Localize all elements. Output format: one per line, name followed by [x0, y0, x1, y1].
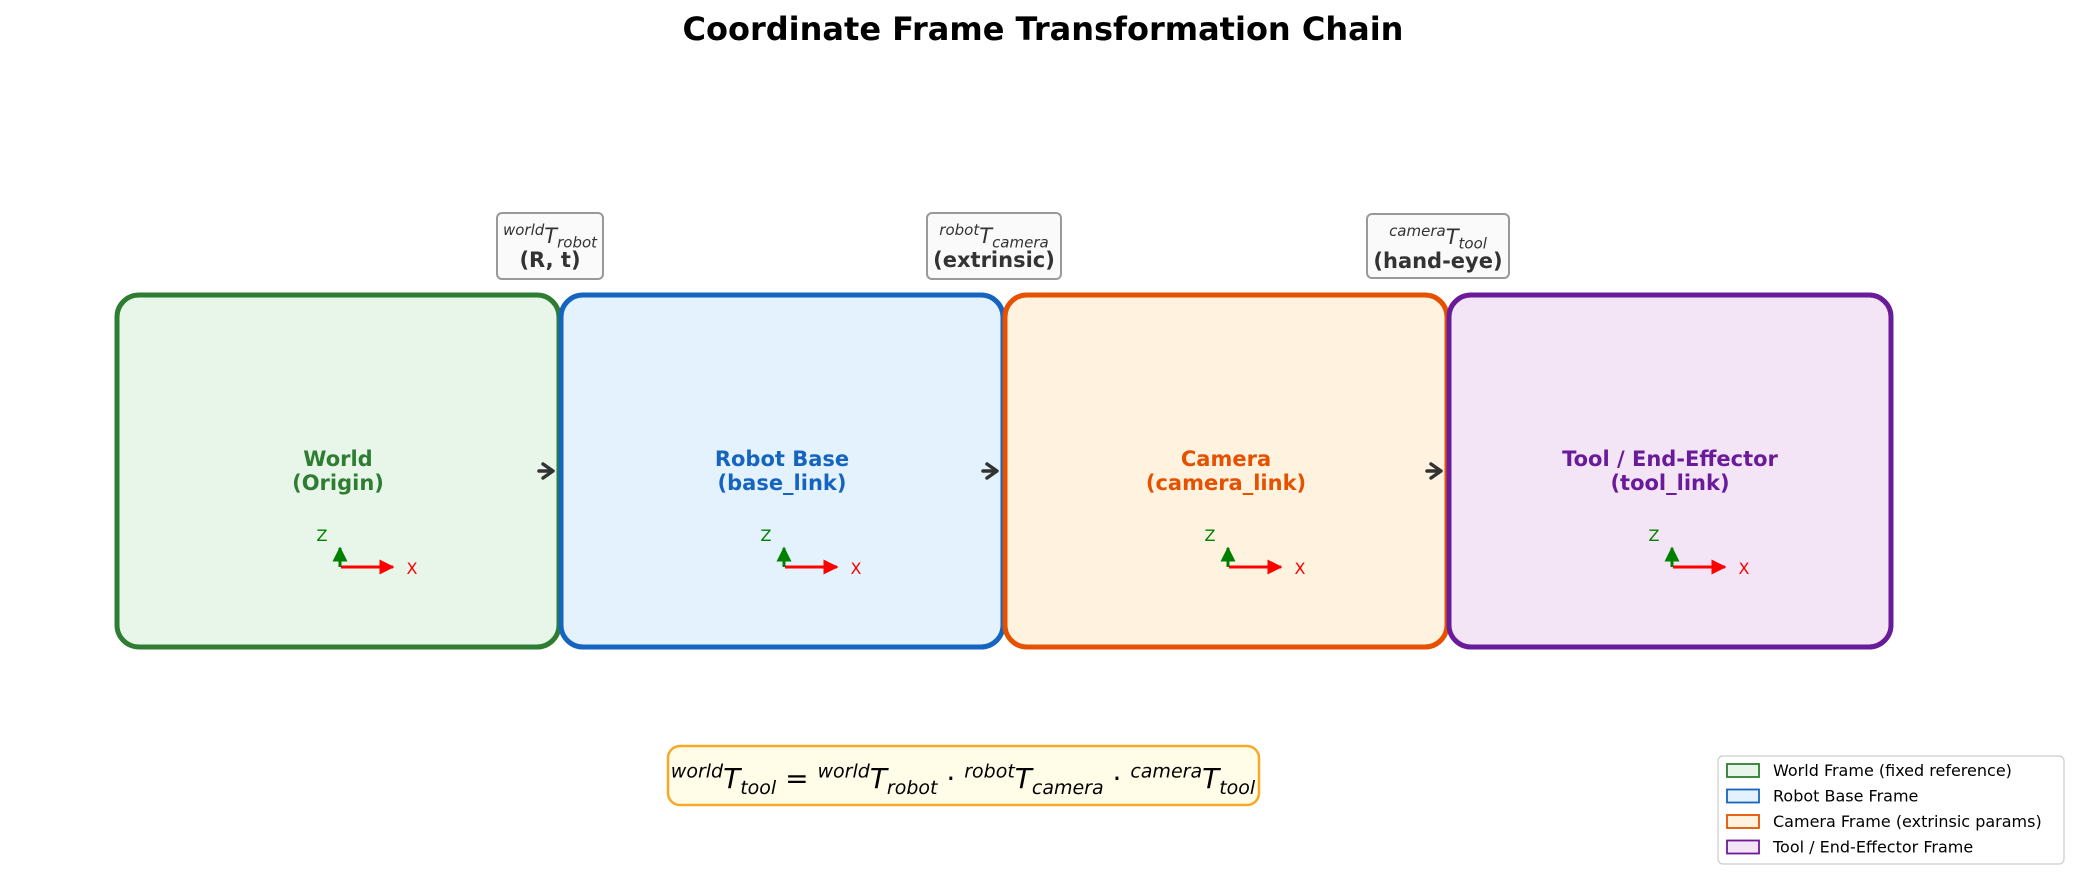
legend-label: Camera Frame (extrinsic params)	[1773, 812, 2042, 831]
x-axis-label: X	[851, 559, 862, 578]
x-axis-label: X	[1295, 559, 1306, 578]
legend-label: Tool / End-Effector Frame	[1772, 838, 1973, 857]
transform-symbol: worldTrobot​	[503, 221, 598, 252]
transform-symbol: robotTcamera​	[939, 221, 1048, 252]
transform-description: (R, t)	[519, 248, 580, 272]
z-axis-label: Z	[317, 526, 328, 545]
axes-icon: ZX	[317, 526, 418, 578]
transform-label-border	[496, 212, 604, 280]
frame-name-line2: (base_link)	[718, 471, 847, 495]
frame-box-robot-base: Robot Base(base_link)ZX	[558, 292, 1006, 650]
x-axis-label: X	[407, 559, 418, 578]
z-axis-label: Z	[1649, 526, 1660, 545]
legend-item: World Frame (fixed reference)	[1726, 761, 2012, 780]
axes-icon: ZX	[1205, 526, 1306, 578]
legend-border	[1717, 755, 2065, 865]
transform-label-border	[926, 212, 1062, 280]
z-axis-label: Z	[1205, 526, 1216, 545]
legend-item: Robot Base Frame	[1726, 787, 1918, 806]
legend-swatch	[1726, 788, 1760, 804]
axes-icon: ZX	[1649, 526, 1750, 578]
x-axis-label: X	[1739, 559, 1750, 578]
diagram-title: Coordinate Frame Transformation Chain	[683, 10, 1404, 48]
equation-box-border	[666, 744, 1261, 807]
frame-name-line2: (tool_link)	[1610, 471, 1729, 495]
frame-box-border	[1446, 292, 1894, 650]
legend: World Frame (fixed reference) Robot Base …	[1717, 755, 2065, 865]
frame-name-line2: (Origin)	[292, 471, 384, 495]
frame-name-line1: World	[303, 447, 372, 471]
transform-label-3: cameraTtool​(hand-eye)	[1366, 213, 1510, 279]
transform-label-border	[1366, 213, 1510, 279]
transform-label-1: worldTrobot​(R, t)	[496, 212, 604, 280]
equation-text: worldTtool​ = worldTrobot​ · robotTcamer…	[671, 760, 1256, 799]
z-axis-label: Z	[761, 526, 772, 545]
transforms-layer: worldTrobot​(R, t) robotTcamera​(extrinsi…	[496, 212, 1510, 280]
frame-box-tool: Tool / End-Effector(tool_link)ZX	[1446, 292, 1894, 650]
transform-description: (hand-eye)	[1373, 249, 1502, 273]
frame-box-world: World(Origin)ZX	[114, 292, 562, 650]
frame-name-line1: Robot Base	[715, 447, 849, 471]
equation-box: worldTtool​ = worldTrobot​ · robotTcamer…	[666, 744, 1261, 807]
frame-name-line1: Tool / End-Effector	[1562, 447, 1778, 471]
legend-swatch	[1726, 814, 1760, 829]
frame-name-line1: Camera	[1181, 447, 1271, 471]
frame-box-camera: Camera(camera_link)ZX	[1002, 292, 1450, 650]
legend-swatch	[1726, 839, 1760, 855]
legend-swatch	[1726, 763, 1760, 778]
transform-symbol: cameraTtool​	[1389, 222, 1488, 253]
chain-arrows-layer	[537, 462, 1443, 480]
frame-name-line2: (camera_link)	[1146, 471, 1306, 495]
transform-description: (extrinsic)	[933, 248, 1055, 272]
legend-item: Tool / End-Effector Frame	[1726, 838, 1973, 857]
transform-label-2: robotTcamera​(extrinsic)	[926, 212, 1062, 280]
axes-icon: ZX	[761, 526, 862, 578]
legend-label: Robot Base Frame	[1773, 787, 1918, 806]
legend-label: World Frame (fixed reference)	[1773, 761, 2012, 780]
legend-item: Camera Frame (extrinsic params)	[1726, 812, 2042, 831]
